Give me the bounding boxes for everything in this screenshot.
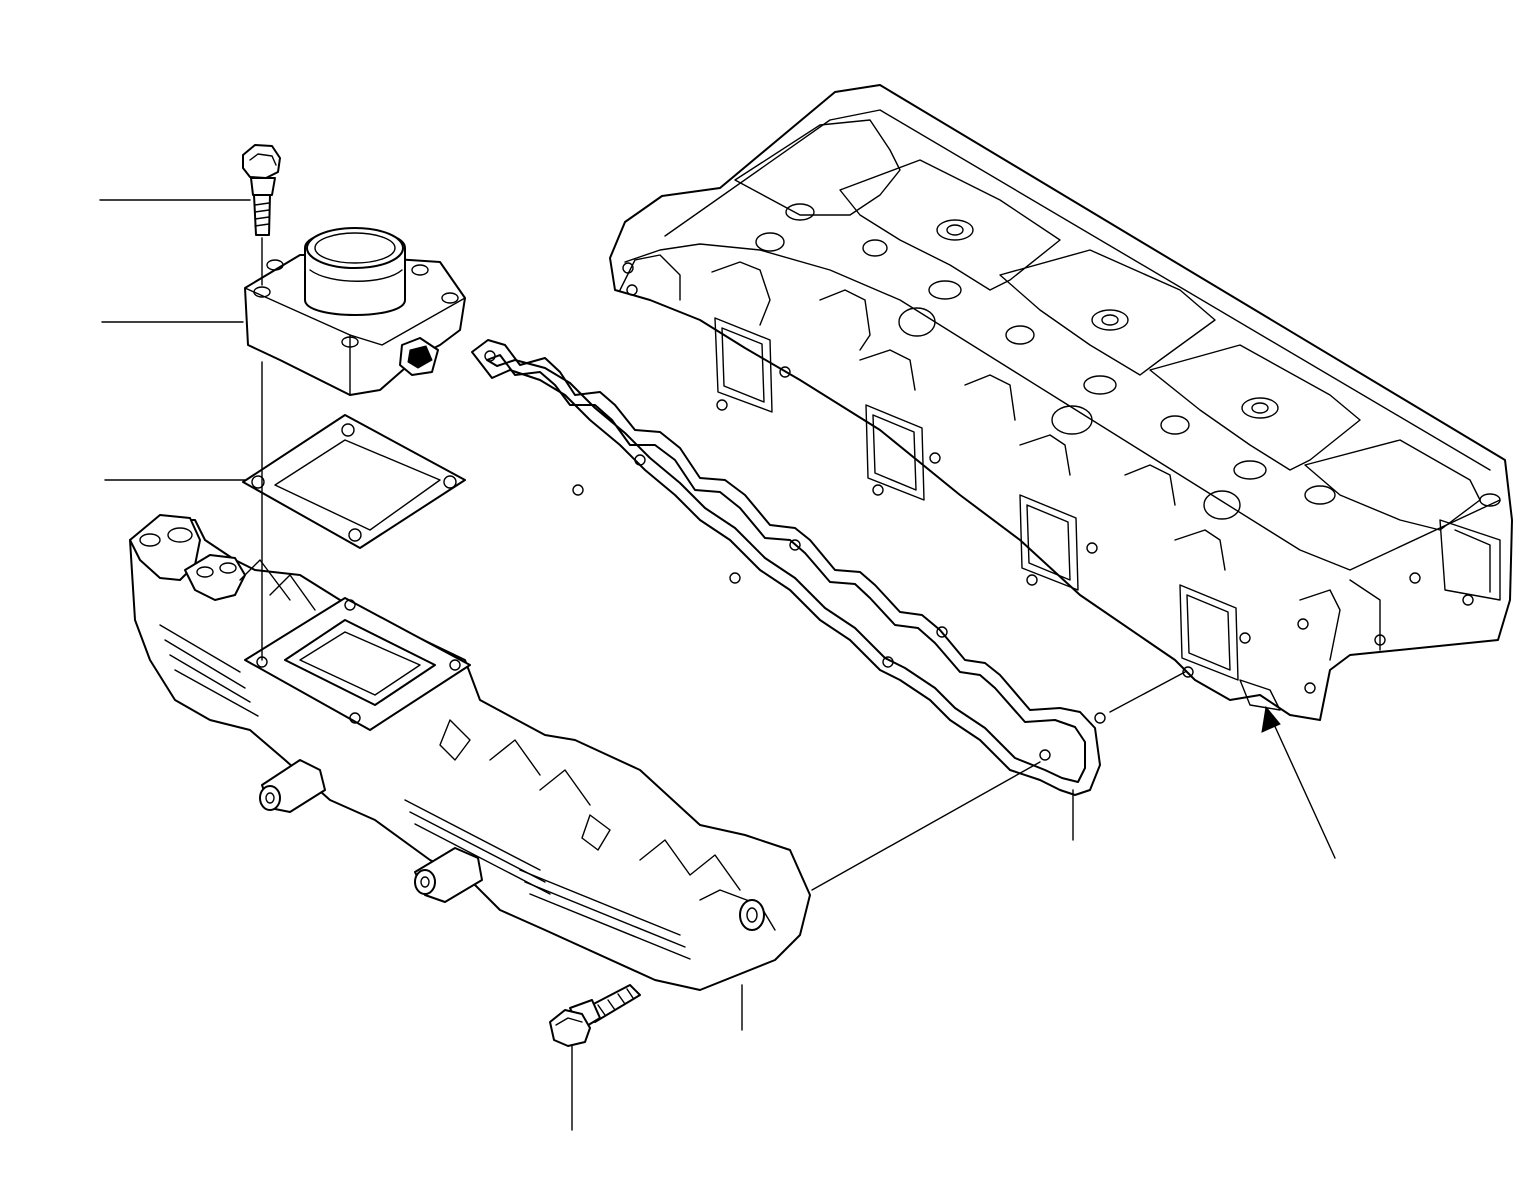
head-side-holes bbox=[622, 262, 1251, 678]
head-reference-arrowhead bbox=[1261, 705, 1281, 733]
head-top-holes bbox=[755, 203, 1501, 520]
leader-lines bbox=[99, 199, 1336, 1131]
bolt-upper bbox=[242, 144, 281, 236]
manifold-gasket bbox=[471, 339, 1106, 796]
cylinder-head bbox=[609, 84, 1513, 721]
outlet-connector bbox=[244, 227, 466, 396]
bolt-lower bbox=[549, 984, 641, 1047]
head-intake-ports bbox=[714, 317, 1239, 681]
intake-manifold bbox=[129, 514, 811, 991]
square-gasket bbox=[242, 414, 466, 549]
manifold-ribs bbox=[159, 559, 741, 960]
leader-head-arrow bbox=[1271, 719, 1336, 859]
alignment-lines bbox=[261, 237, 1186, 891]
